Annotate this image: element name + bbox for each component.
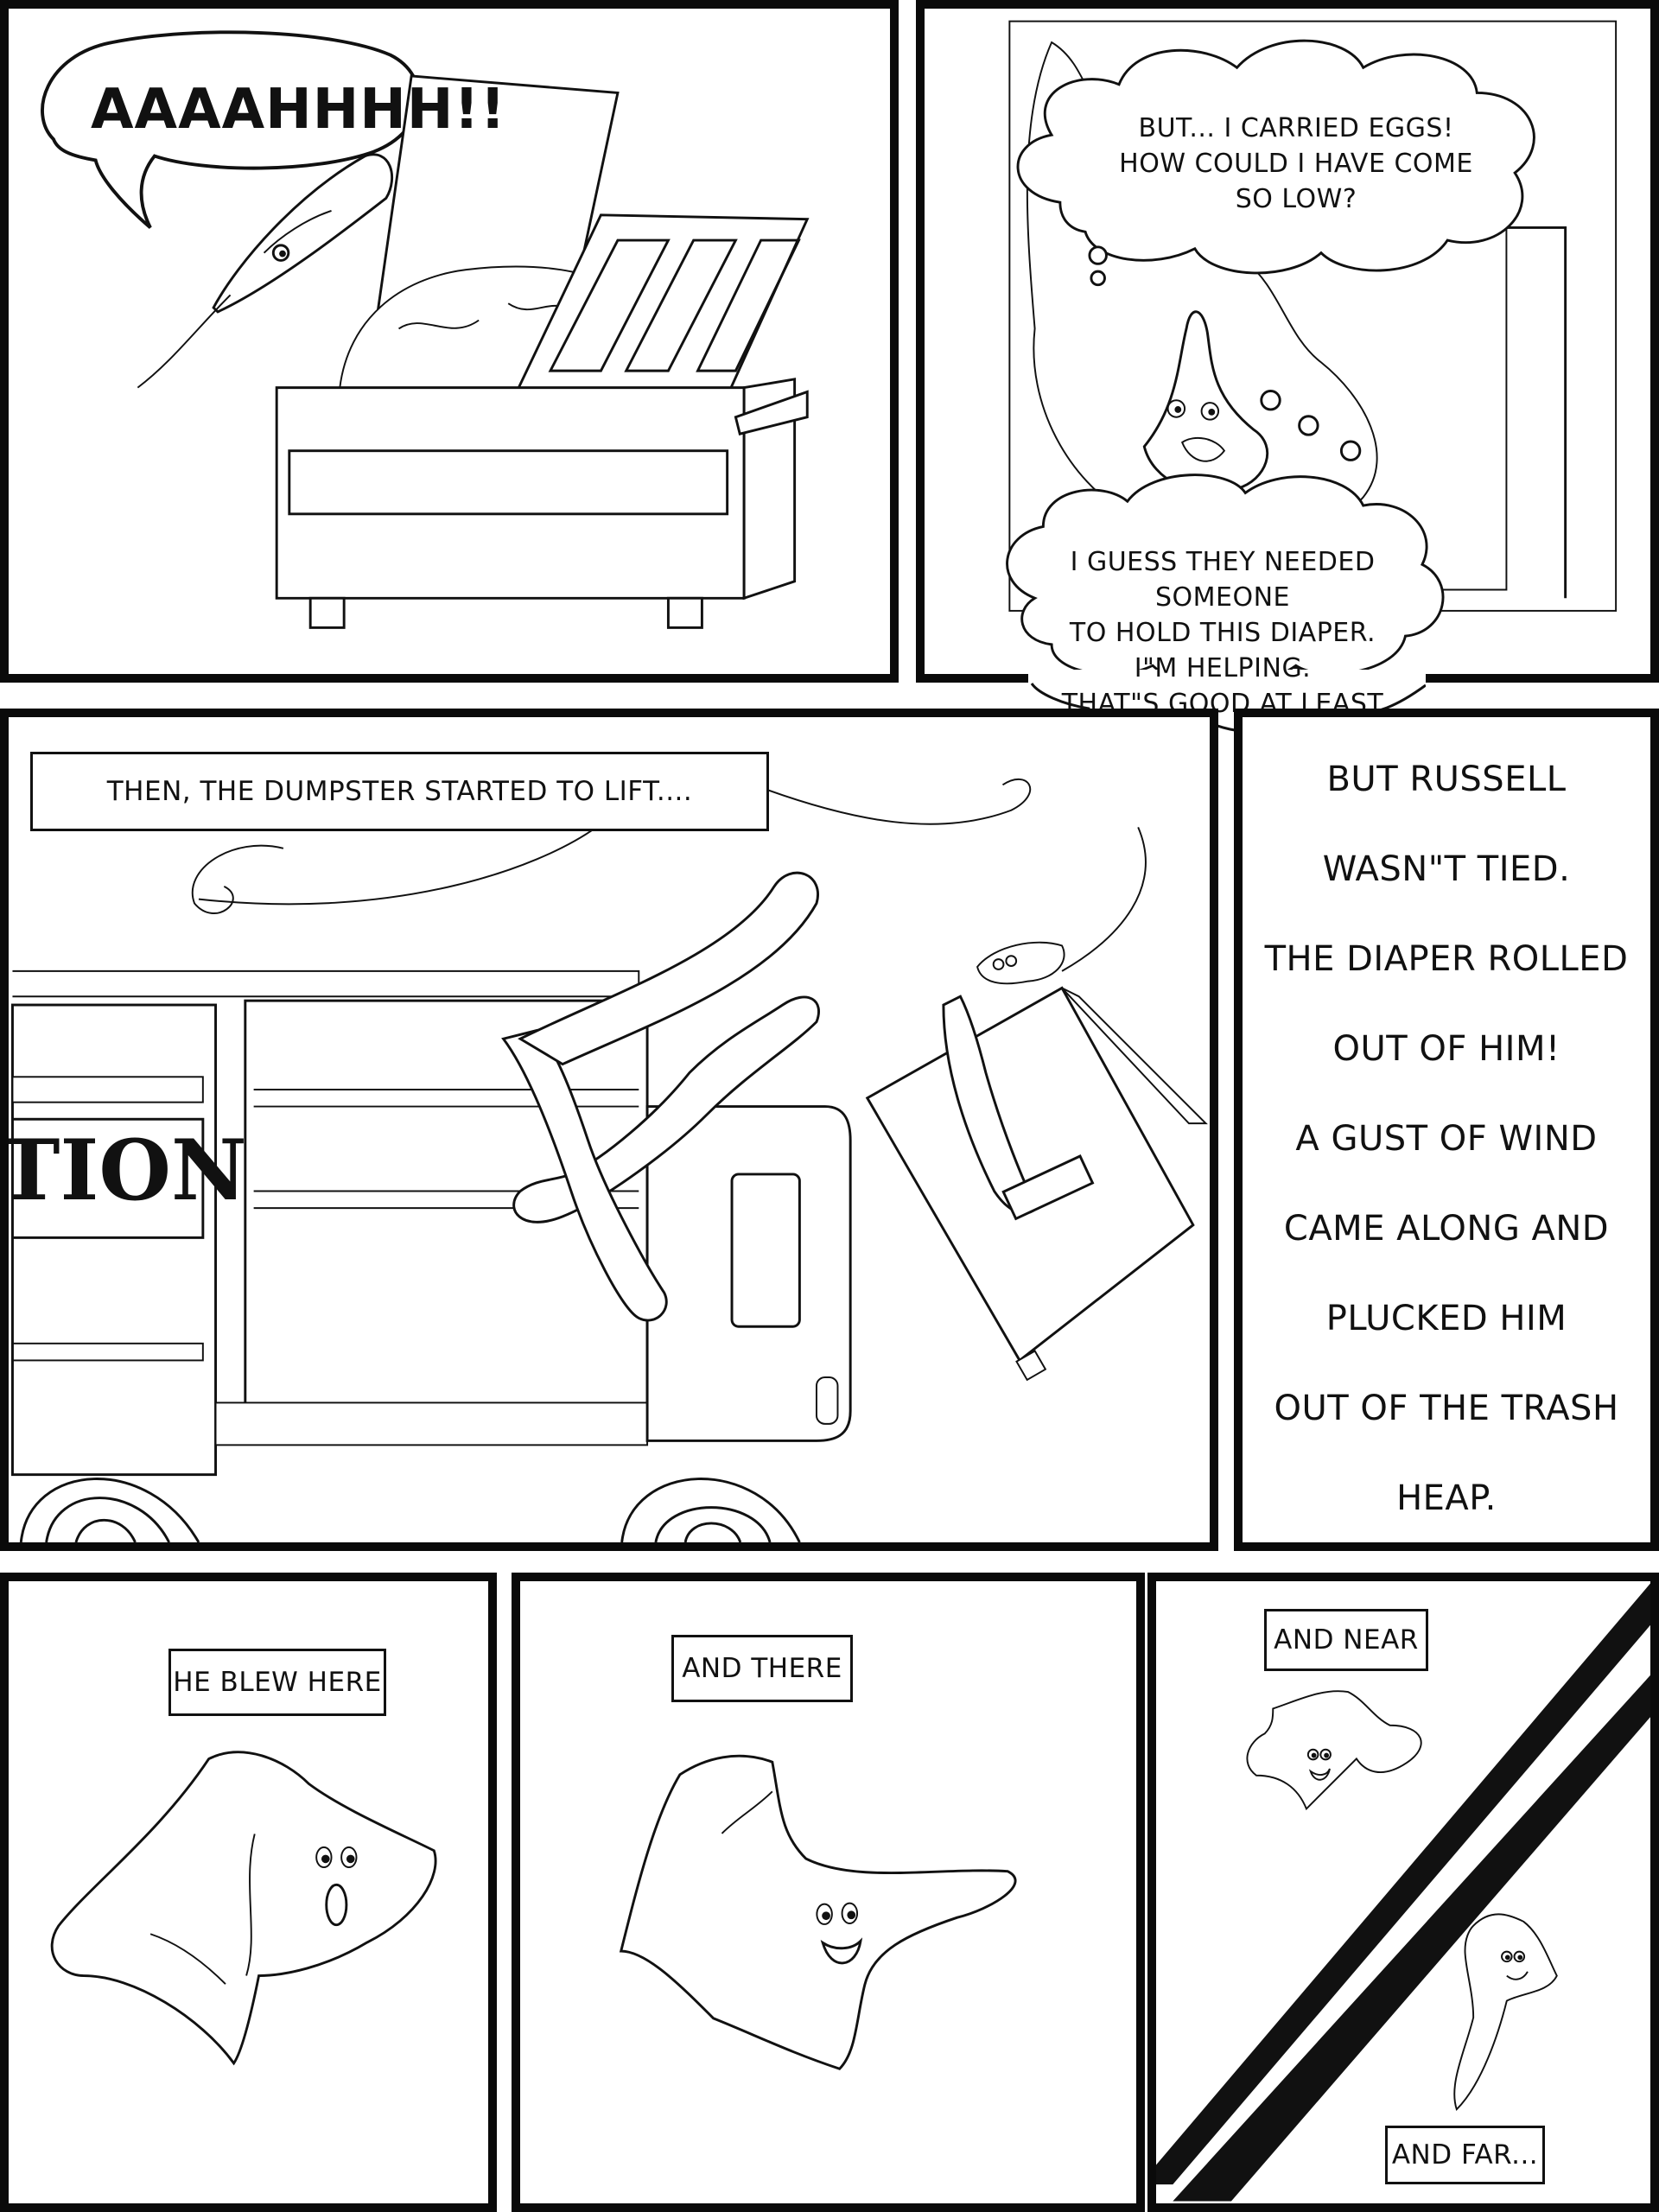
narration-line: OUT OF HIM! xyxy=(1332,1029,1560,1069)
diaper-smiling-illustration xyxy=(619,1754,1017,2070)
thought-top: BUT... I CARRIED EGGS! HOW COULD I HAVE … xyxy=(1106,111,1486,217)
panel-garbage-truck: THEN, THE DUMPSTER STARTED TO LIFT.... T… xyxy=(0,709,1218,1551)
garbage-truck-illustration xyxy=(10,775,1208,1542)
narration-line: CAME ALONG AND xyxy=(1283,1209,1610,1249)
panel-and-there: AND THERE xyxy=(512,1573,1145,2212)
caption-dumpster-lift: THEN, THE DUMPSTER STARTED TO LIFT.... xyxy=(30,752,769,831)
diaper-surprised-illustration xyxy=(50,1751,437,2066)
caption-and-far: AND FAR... xyxy=(1385,2126,1545,2184)
panel-dumpster-scream: AAAAHHHH!! xyxy=(0,0,899,683)
thought-bottom-line: TO HOLD THIS DIAPER. xyxy=(1069,618,1376,648)
narration-line: BUT RUSSELL xyxy=(1326,760,1567,799)
dumpster-illustration xyxy=(41,30,810,629)
panel-near-and-far: AND NEAR AND FAR... xyxy=(1147,1573,1659,2212)
panel-narration: BUT RUSSELL WASN"T TIED. THE DIAPER ROLL… xyxy=(1234,709,1659,1551)
thought-top-line: BUT... I CARRIED EGGS! xyxy=(1138,113,1454,143)
narration-line: THE DIAPER ROLLED xyxy=(1264,939,1629,979)
narration-line: A GUST OF WIND xyxy=(1295,1119,1598,1159)
thought-bottom: I GUESS THEY NEEDED SOMEONE TO HOLD THIS… xyxy=(1041,544,1404,721)
thought-bottom-line: I"M HELPING. xyxy=(1134,653,1312,683)
narration-line: WASN"T TIED. xyxy=(1322,849,1571,889)
panel-bag-thoughts: BUT... I CARRIED EGGS! HOW COULD I HAVE … xyxy=(916,0,1659,683)
thought-scene-illustration xyxy=(1006,20,1618,674)
near-far-illustration xyxy=(1156,1583,1650,2202)
thought-bottom-line: I GUESS THEY NEEDED SOMEONE xyxy=(1070,547,1376,613)
scream-text: AAAAHHHH!! xyxy=(91,78,506,142)
caption-he-blew-here: HE BLEW HERE xyxy=(168,1649,386,1716)
caption-and-there: AND THERE xyxy=(671,1635,853,1702)
narration-line: PLUCKED HIM xyxy=(1325,1299,1567,1338)
truck-side-lettering: TION xyxy=(0,1122,247,1219)
narration-line: HEAP. xyxy=(1396,1478,1497,1518)
narration-line: OUT OF THE TRASH xyxy=(1274,1389,1619,1428)
panel-blew-here: HE BLEW HERE xyxy=(0,1573,497,2212)
thought-top-line: HOW COULD I HAVE COME SO LOW? xyxy=(1119,149,1473,214)
caption-and-near: AND NEAR xyxy=(1264,1609,1428,1671)
